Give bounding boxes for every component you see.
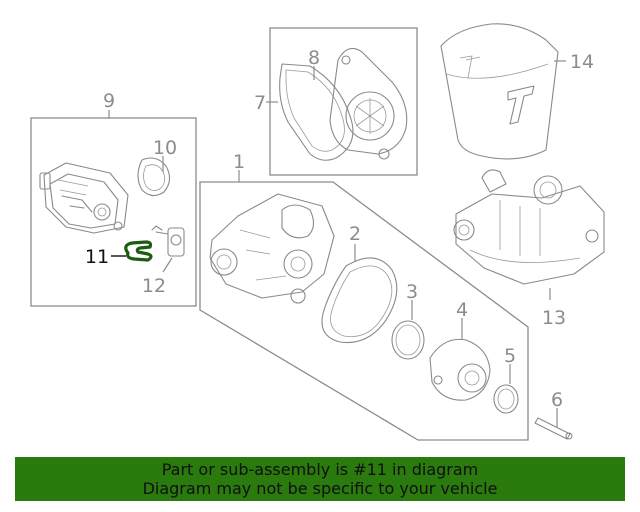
part-5-o-ring [493,384,519,414]
callout-6: 6 [551,389,563,411]
part-3-o-ring [391,320,425,360]
part-9-valve-assembly [39,162,129,234]
banner-line-1: Part or sub-assembly is #11 in diagram [161,460,479,479]
callout-12: 12 [142,275,166,297]
part-1-main-housing [209,193,335,304]
callout-7: 7 [254,92,266,114]
part-14-cover [440,23,559,160]
callout-8: 8 [308,47,320,69]
callout-11: 11 [85,246,109,268]
callout-10: 10 [153,137,177,159]
part-13-thermostat-housing [453,169,605,285]
part-2-gasket [321,257,398,344]
group-1-frame [199,181,529,441]
part-8-gasket [279,63,354,161]
callout-5: 5 [504,345,516,367]
leader-12 [162,257,173,273]
callout-4: 4 [456,299,468,321]
callout-1: 1 [233,151,245,173]
callout-13: 13 [542,307,566,329]
part-6-pin [534,417,573,440]
part-11-clip [124,240,153,262]
group-9-frame [30,117,197,307]
part-10-seal [137,157,171,197]
callout-3: 3 [406,281,418,303]
callout-9: 9 [103,90,115,112]
callout-2: 2 [349,223,361,245]
callout-14: 14 [570,51,594,73]
banner-line-2: Diagram may not be specific to your vehi… [142,479,498,498]
info-banner: Part or sub-assembly is #11 in diagram D… [15,457,625,501]
part-4-pump [429,338,491,401]
part-7-water-pump [329,47,408,160]
part-12-sensor [151,225,185,257]
